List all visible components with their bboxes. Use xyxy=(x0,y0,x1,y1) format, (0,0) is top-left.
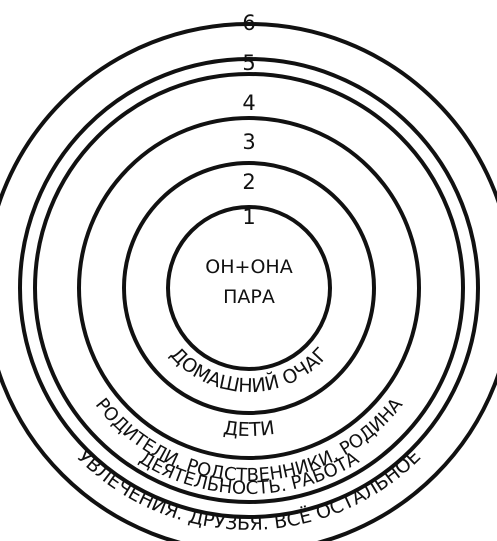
ring-5 xyxy=(0,22,497,541)
center-line-1: ОН+ОНА xyxy=(205,256,292,278)
label-children-text: ДЕТИ xyxy=(222,417,276,441)
ring-1 xyxy=(122,161,376,415)
ring-3 xyxy=(33,72,465,504)
ring-center xyxy=(166,205,332,371)
ring-number-2: 2 xyxy=(242,170,255,194)
ring-number-1: 1 xyxy=(242,205,255,229)
label-children: ДЕТИ xyxy=(222,417,276,441)
ring-4 xyxy=(18,57,480,519)
ring-number-3: 3 xyxy=(242,130,255,154)
ring-number-5: 5 xyxy=(242,51,255,75)
ring-2 xyxy=(77,116,421,460)
ring-number-6: 6 xyxy=(242,11,255,35)
ring-number-4: 4 xyxy=(242,91,255,115)
center-line-2: ПАРА xyxy=(223,286,275,308)
